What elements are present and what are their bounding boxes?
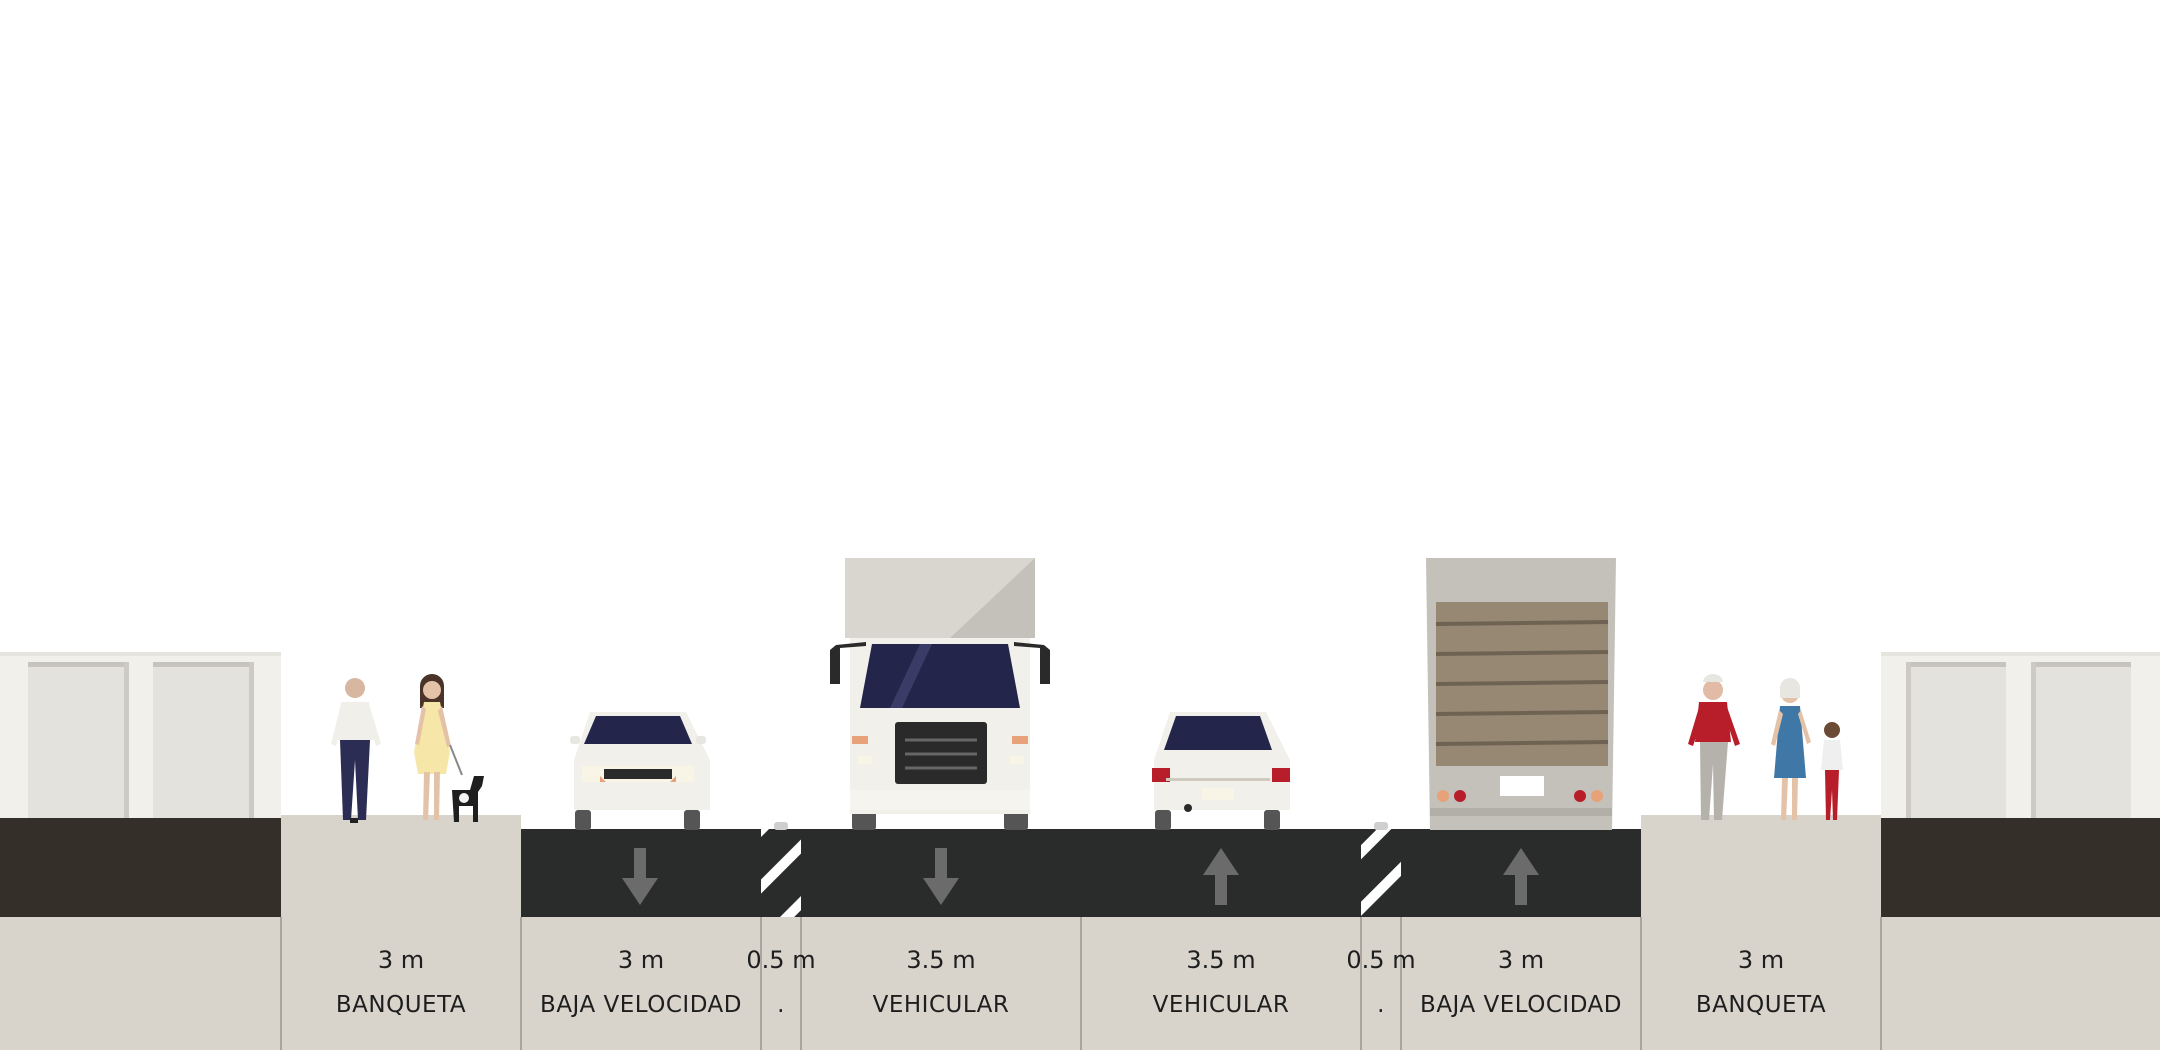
segment-width-label: 3 m <box>617 946 665 974</box>
arrow-up-icon <box>1203 848 1239 905</box>
segment-width-label: 3 m <box>377 946 425 974</box>
lane-separator-right <box>1361 829 1401 917</box>
box-truck-front-icon <box>830 558 1050 830</box>
segment-name-label: . <box>1377 992 1385 1018</box>
segment-width-label: 3.5 m <box>1186 946 1256 974</box>
segment-name-label: BANQUETA <box>335 992 467 1018</box>
pedestrian-man-icon <box>331 678 381 823</box>
earth-left <box>0 818 281 917</box>
arrow-down-icon <box>923 848 959 905</box>
building-right <box>1881 652 2160 818</box>
segment-name-label: BANQUETA <box>1695 992 1827 1018</box>
segment-width-label: 3.5 m <box>906 946 976 974</box>
pedestrian-elder-man-icon <box>1688 674 1740 820</box>
segment-width-label: 0.5 m <box>746 946 816 974</box>
box-truck-rear-icon <box>1426 558 1616 830</box>
segment-name-label: BAJA VELOCIDAD <box>1420 992 1622 1018</box>
earth-right <box>1881 818 2160 917</box>
segment-width-label: 3 m <box>1497 946 1545 974</box>
car-rear-icon <box>1152 712 1290 830</box>
segment-name-label: BAJA VELOCIDAD <box>540 992 742 1018</box>
ground-strip <box>0 917 2160 1050</box>
pedestrian-woman-icon <box>414 674 463 820</box>
segment-width-label: 0.5 m <box>1346 946 1416 974</box>
segment-name-label: VEHICULAR <box>872 992 1010 1018</box>
lane-separator-left <box>761 829 801 917</box>
car-front-icon <box>570 712 710 830</box>
building-left <box>0 652 281 818</box>
pedestrian-woman-icon <box>1771 678 1811 820</box>
pedestrian-child-icon <box>1821 722 1843 820</box>
sidewalk-right <box>1641 815 1881 917</box>
sidewalk-left <box>281 815 521 917</box>
arrow-down-icon <box>622 848 658 905</box>
segment-name-label: VEHICULAR <box>1152 992 1290 1018</box>
segment-width-label: 3 m <box>1737 946 1785 974</box>
roadway <box>521 829 1641 917</box>
segment-dividers <box>280 917 1882 1050</box>
dog-icon <box>452 776 484 822</box>
arrow-up-icon <box>1503 848 1539 905</box>
segment-name-label: . <box>777 992 785 1018</box>
